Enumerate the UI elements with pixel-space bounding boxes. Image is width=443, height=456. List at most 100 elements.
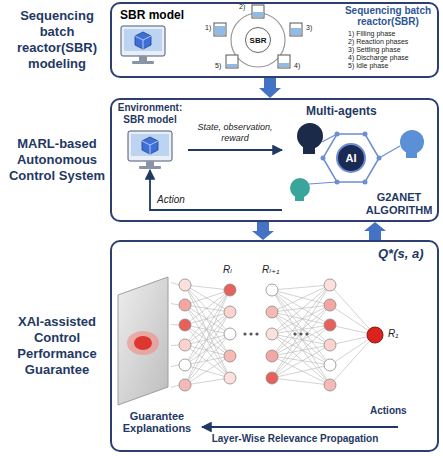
- neuron: [224, 284, 236, 296]
- vessel-wall: [290, 23, 302, 36]
- network-dot: [377, 156, 382, 161]
- synapse-line: [185, 345, 230, 378]
- node-label: Multi-agents: [306, 104, 377, 118]
- synapse-line: [185, 305, 230, 312]
- vessel-wall: [278, 55, 290, 68]
- ellipsis-dot: [255, 332, 258, 335]
- neuron: [224, 328, 236, 340]
- synapse-line: [272, 290, 330, 385]
- neuron: [324, 379, 336, 391]
- synapse-line: [272, 285, 330, 334]
- network-hexagon: [323, 134, 379, 182]
- synapse-line: [185, 290, 230, 365]
- title-text: SBR model: [120, 8, 184, 22]
- reactor-circle: SBR: [245, 27, 271, 53]
- network-dot: [363, 180, 368, 185]
- synapse-line: [272, 312, 330, 345]
- q-value-label: Q*(s, a): [378, 246, 424, 261]
- relevance-label: R₁: [388, 328, 398, 339]
- agent-group: Multi-agentsG2ANET ALGORITHM AI: [282, 102, 437, 219]
- network-dot: [335, 132, 340, 137]
- callout-number: 1): [205, 24, 211, 31]
- phase-item: 5) Idle phase: [348, 62, 388, 69]
- neuron: [324, 359, 336, 371]
- vessel-icon: [290, 23, 302, 36]
- relevance-blob: [127, 331, 159, 355]
- heading-text: Sequencing batch reactor(SBR): [338, 5, 438, 27]
- synapse-line: [171, 304, 179, 306]
- neuron: [324, 319, 336, 331]
- neuron: [224, 306, 236, 318]
- synapse-line: [185, 290, 230, 305]
- synapse-line: [185, 345, 230, 356]
- network-dot: [363, 132, 368, 137]
- edge-label: State, observation, reward: [190, 122, 280, 144]
- relevance-blob: [134, 336, 152, 350]
- synapse-line: [185, 334, 230, 385]
- reactor-vessels: [214, 5, 302, 68]
- section-heading: Sequencing batch reactor(SBR) modeling: [5, 8, 109, 72]
- block-arrow: [252, 222, 274, 240]
- agent-neck: [303, 146, 315, 154]
- monitor-stand: [139, 56, 147, 61]
- synapse-line: [330, 335, 375, 385]
- network-dot: [321, 156, 326, 161]
- neural-network: [171, 279, 383, 391]
- neuron: [179, 319, 191, 331]
- vessel-icon: [252, 5, 264, 18]
- synapse-line: [272, 305, 330, 356]
- neuron: [179, 279, 191, 291]
- block-arrow: [364, 222, 386, 240]
- phase-item: 3) Settling phase: [348, 46, 401, 53]
- vessel-water: [291, 28, 301, 35]
- cube-edge: [135, 36, 151, 49]
- vessel-icon: [214, 23, 226, 36]
- synapse-line: [272, 334, 330, 345]
- algorithm-name: G2ANET ALGORITHM: [363, 191, 435, 217]
- monitor-base: [132, 61, 154, 64]
- synapse-line: [185, 378, 230, 385]
- vessel-water: [279, 63, 289, 67]
- synapse-line: [272, 305, 330, 312]
- synapse-line: [185, 365, 230, 378]
- link-line: [309, 182, 337, 184]
- phase-item: 2) Reaction phases: [348, 38, 408, 45]
- agent-neck: [295, 195, 304, 201]
- neuron: [266, 350, 278, 362]
- flow-arrow: [150, 170, 282, 210]
- synapse-line: [272, 305, 330, 378]
- neuron: [179, 379, 191, 391]
- synapse-line: [171, 345, 179, 347]
- block-arrow: [259, 78, 281, 98]
- edge-label: Action: [157, 194, 185, 205]
- ellipsis-dot: [249, 332, 252, 335]
- output-neuron: [367, 327, 383, 343]
- caption-text: Layer-Wise Relevance Propagation: [185, 433, 405, 444]
- neuron: [266, 328, 278, 340]
- caption-text: Guarantee Explanations: [118, 410, 196, 434]
- neuron: [179, 339, 191, 351]
- neuron: [324, 339, 336, 351]
- synapse-line: [272, 285, 330, 378]
- vessel-wall: [252, 5, 264, 18]
- agent-heads: [290, 123, 424, 201]
- ellipsis-dot: [293, 332, 296, 335]
- callout-number: 2): [239, 3, 245, 10]
- agent-head: [297, 123, 323, 149]
- synapse-line: [185, 285, 230, 356]
- node-label: SBR: [250, 36, 267, 45]
- synapse-line: [185, 312, 230, 365]
- vessel-water: [215, 26, 225, 35]
- phase-item: 4) Discharge phase: [348, 54, 409, 61]
- propagation-arrow: [202, 426, 398, 428]
- synapse-line: [171, 283, 179, 286]
- synapse-line: [272, 325, 330, 378]
- synapse-line: [272, 365, 330, 378]
- synapse-line: [272, 290, 330, 365]
- neuron: [324, 279, 336, 291]
- synapse-line: [185, 290, 230, 385]
- neuron: [266, 284, 278, 296]
- synapse-line: [185, 285, 230, 334]
- synapse-line: [330, 285, 375, 335]
- node-label: AI: [346, 152, 357, 164]
